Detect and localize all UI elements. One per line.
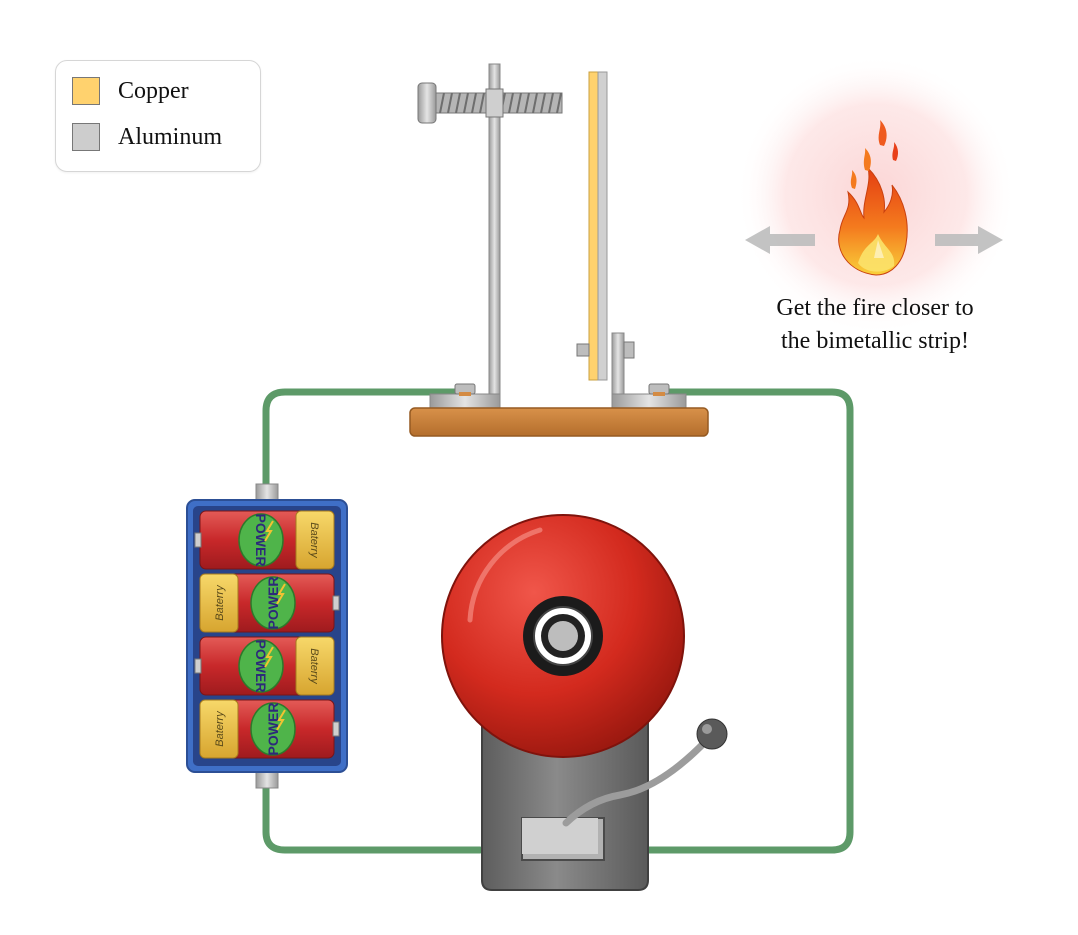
- legend-label-copper: Copper: [118, 78, 189, 104]
- battery-side-label: Baterry: [214, 584, 226, 621]
- left-terminal-nut: [454, 383, 476, 396]
- battery-side-label: Baterry: [308, 522, 320, 559]
- base-board: [409, 407, 709, 437]
- aluminum-swatch: [72, 123, 100, 151]
- battery-side-label: Baterry: [214, 710, 226, 747]
- battery-cell: POWER Baterry: [194, 510, 335, 570]
- material-legend: Copper Aluminum: [55, 60, 261, 172]
- right-terminal-nut: [648, 383, 670, 396]
- circuit-wire: [262, 388, 854, 854]
- battery-side-label: Baterry: [308, 648, 320, 685]
- battery-cell: POWER Baterry: [199, 573, 340, 633]
- electric-bell: [441, 514, 728, 891]
- fire-heat-source[interactable]: [736, 55, 1016, 335]
- bimetallic-strip: [588, 71, 608, 381]
- legend-label-aluminum: Aluminum: [118, 124, 223, 150]
- right-contact-bracket: [576, 332, 687, 409]
- battery-brand-label: POWER: [253, 514, 269, 567]
- battery-cell: POWER Baterry: [199, 699, 340, 759]
- battery-brand-label: POWER: [265, 577, 281, 630]
- adjustment-screw: [417, 82, 563, 124]
- legend-item-aluminum: Aluminum: [72, 123, 222, 151]
- copper-swatch: [72, 77, 100, 105]
- battery-brand-label: POWER: [265, 703, 281, 756]
- bell-hammer-arm: [562, 738, 709, 827]
- instruction-line-1: Get the fire closer to: [776, 295, 974, 321]
- battery-cell: POWER Baterry: [194, 636, 335, 696]
- instruction-text: Get the fire closer to the bimetallic st…: [735, 292, 1015, 358]
- bell-hammer-ball: [696, 718, 728, 750]
- right-arrow-icon: [935, 226, 1003, 254]
- flame-icon: [838, 120, 908, 276]
- left-contact-bracket: [429, 63, 501, 409]
- left-arrow-icon: [745, 226, 815, 254]
- instruction-line-2: the bimetallic strip!: [781, 328, 969, 354]
- battery-brand-label: POWER: [253, 640, 269, 693]
- legend-item-copper: Copper: [72, 77, 189, 105]
